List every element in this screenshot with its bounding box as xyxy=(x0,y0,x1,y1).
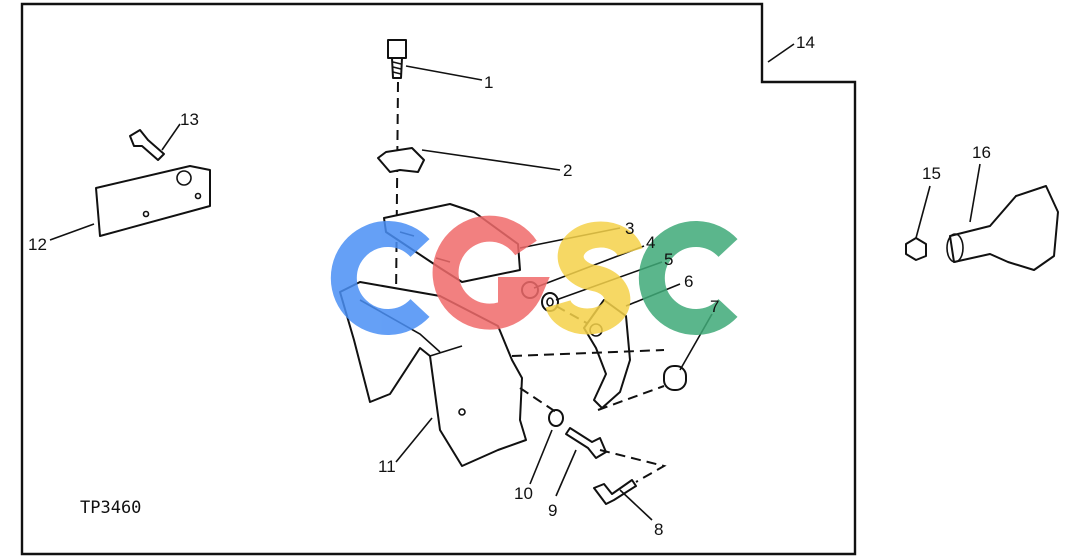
bolt-part-1 xyxy=(387,39,407,79)
watermark-letter-2 xyxy=(432,215,550,330)
bolt-part-8 xyxy=(593,479,637,505)
bolt-part-9 xyxy=(565,427,607,459)
watermark-letter-4 xyxy=(638,221,738,335)
callout-15: 15 xyxy=(922,164,941,183)
callout-16: 16 xyxy=(972,143,991,162)
watermark-letter-3 xyxy=(545,221,643,335)
callout-3: 3 xyxy=(625,219,634,238)
callout-12: 12 xyxy=(28,235,47,254)
callout-7: 7 xyxy=(710,297,719,316)
callout-1: 1 xyxy=(484,73,493,92)
watermark-logo xyxy=(330,215,738,335)
callout-4: 4 xyxy=(646,233,655,252)
callout-6: 6 xyxy=(684,272,693,291)
callout-13: 13 xyxy=(180,110,199,129)
callout-8: 8 xyxy=(654,520,663,539)
callout-10: 10 xyxy=(514,484,533,503)
diagram-frame xyxy=(20,2,857,556)
callout-5: 5 xyxy=(664,250,673,269)
callout-11: 11 xyxy=(378,457,396,476)
spacer-part-7 xyxy=(663,365,687,391)
nut-part-15 xyxy=(905,237,927,261)
watermark-letter-1 xyxy=(330,221,430,335)
clip-part-2 xyxy=(377,147,425,173)
plate-part-12 xyxy=(95,165,211,237)
callout-14: 14 xyxy=(796,33,815,52)
housing-part-16 xyxy=(949,185,1059,271)
bolt-part-13 xyxy=(129,129,165,161)
callout-2: 2 xyxy=(563,161,572,180)
washer-part-10 xyxy=(548,409,564,427)
figure-id: TP3460 xyxy=(80,498,141,518)
callout-9: 9 xyxy=(548,501,557,520)
